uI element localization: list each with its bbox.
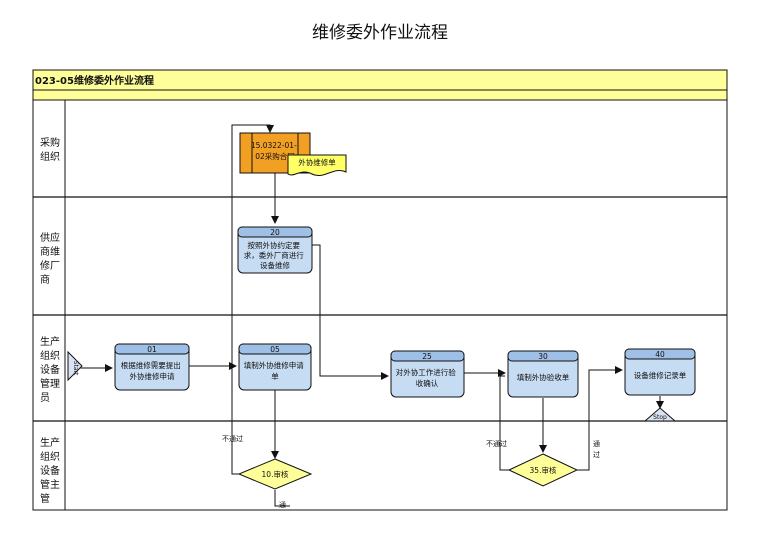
- step-30-box: [507, 350, 579, 398]
- step-40-box: [624, 348, 696, 396]
- edge-35-reject-loop: [499, 375, 510, 471]
- lane-label-equipment-supervisor: 生产 组织 设备 管主 管: [40, 436, 63, 505]
- edge-20-to-25: [312, 244, 389, 380]
- step-30-label: 填制外协验收单: [517, 372, 570, 382]
- lane-label-purchase: 采购 组织: [40, 136, 63, 163]
- stop-label: Stop: [653, 414, 667, 421]
- page-title: 维修委外作业流程: [312, 23, 448, 43]
- edge-label-pass-10: 通: [279, 500, 286, 509]
- step-20-box: [237, 226, 313, 274]
- document-shape: [287, 154, 347, 176]
- step-25-id: 25: [422, 352, 432, 361]
- edge-label-reject-10: 不通过: [222, 434, 243, 443]
- step-40-label: 设备维修记录单: [634, 370, 687, 380]
- edge-10-pass: [274, 490, 290, 507]
- step-20-id: 20: [270, 228, 280, 237]
- step-05-box: [238, 343, 312, 391]
- decision-35-diamond: [507, 453, 579, 487]
- document-label: 外协维修单: [298, 157, 336, 167]
- stop-terminator: [643, 407, 677, 422]
- step-30-id: 30: [538, 352, 548, 361]
- step-05-id: 05: [270, 345, 280, 354]
- header-label: 023-05维修委外作业流程: [35, 74, 154, 87]
- start-label: Start: [72, 361, 79, 376]
- edge-label-pass-35: 通 过: [593, 439, 602, 459]
- lane-label-supplier: 供应 商维 修厂 商: [40, 231, 63, 286]
- lane-label-equipment-admin: 生产 组织 设备 管理 员: [40, 335, 63, 404]
- edge-10-reject-loop: [231, 124, 274, 475]
- decision-35-label: 35.审核: [530, 465, 557, 475]
- step-20-label: 按照外协约定要 求，委外厂商进行 设备维修: [244, 240, 306, 270]
- step-01-label: 根据维修需要提出 外协维修申请: [121, 360, 183, 381]
- header-strip: [32, 89, 728, 101]
- decision-10-diamond: [237, 458, 313, 490]
- decision-10-label: 10.审核: [262, 469, 289, 479]
- step-40-id: 40: [655, 350, 665, 359]
- diagram-frame: [32, 69, 728, 511]
- edge-35-to-40: [576, 366, 623, 471]
- step-01-box: [114, 343, 190, 391]
- edge-label-reject-35: 不通过: [486, 439, 507, 448]
- start-terminator: [67, 350, 83, 382]
- contract-label: 15.0322-01- 02采购合同: [251, 141, 299, 161]
- step-25-label: 对外协工作进行验 收确认: [396, 367, 458, 388]
- step-05-label: 填制外协维修申请 单: [244, 360, 306, 381]
- step-25-box: [390, 350, 465, 398]
- step-01-id: 01: [147, 345, 157, 354]
